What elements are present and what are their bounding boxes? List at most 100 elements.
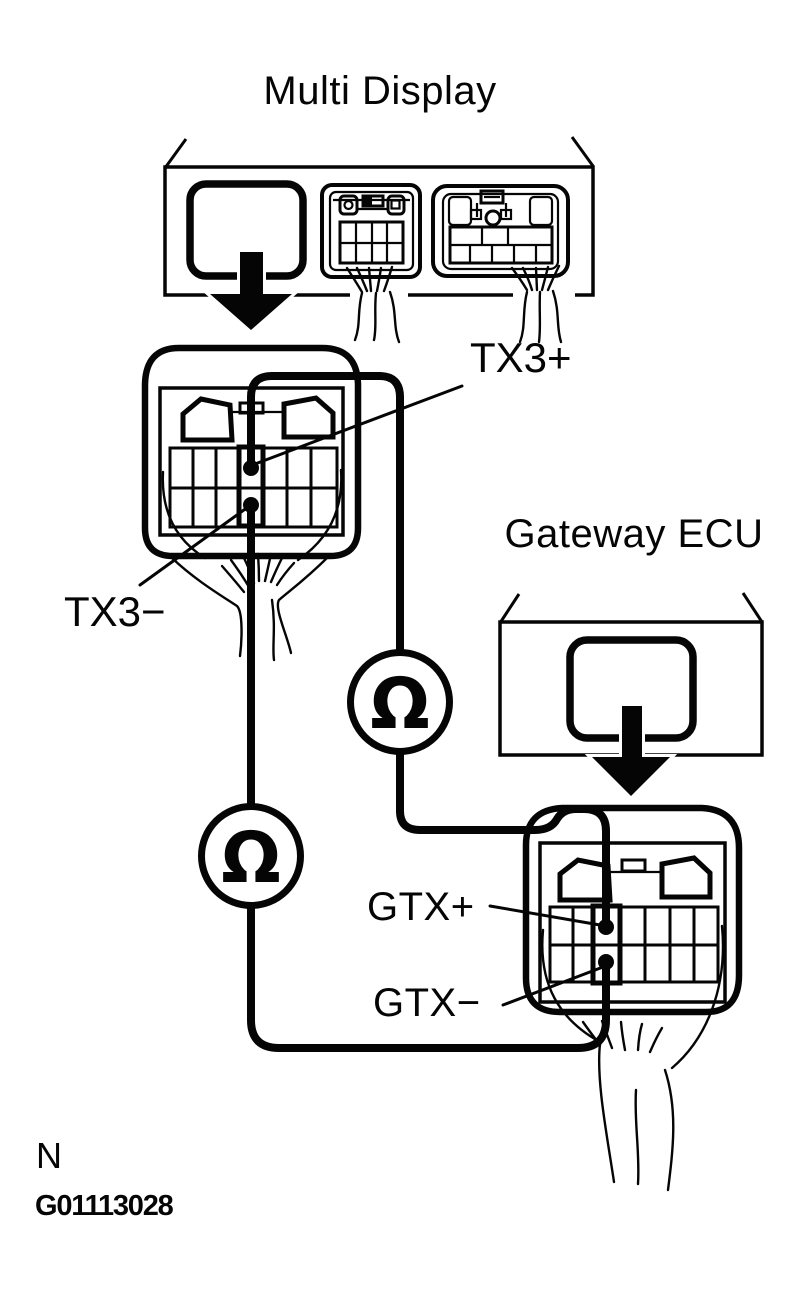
wire-bundle bbox=[345, 265, 401, 344]
strand bbox=[521, 266, 534, 292]
gateway-ecu-title: Gateway ECU bbox=[505, 512, 764, 556]
label-tx3-plus: TX3+ bbox=[470, 334, 572, 381]
cable-line bbox=[372, 291, 378, 342]
ohm-symbol: Ω bbox=[221, 817, 281, 899]
strand bbox=[636, 1022, 644, 1052]
gateway-ecu-unit: Gateway ECU bbox=[498, 512, 764, 801]
strand bbox=[510, 266, 529, 292]
cable-gap-mask bbox=[350, 290, 408, 302]
box-perspective-tick-right bbox=[570, 136, 595, 167]
cable-edge bbox=[518, 290, 529, 344]
lock-center-tab bbox=[479, 189, 505, 205]
leader-line-tx3-minus bbox=[138, 505, 250, 587]
lock-ear-left bbox=[338, 194, 359, 216]
cavity-right bbox=[659, 855, 713, 900]
ohmmeter-test-wires bbox=[247, 372, 610, 1052]
box-perspective-tick-left bbox=[498, 593, 521, 624]
pin-gtx-plus bbox=[598, 919, 614, 935]
strand bbox=[355, 266, 369, 293]
lock-foot-left bbox=[469, 208, 483, 221]
connector-face bbox=[538, 841, 727, 1004]
cavity-left bbox=[557, 857, 613, 903]
strand bbox=[256, 552, 261, 583]
cable-gap-mask bbox=[513, 290, 575, 302]
label-gtx-plus: GTX+ bbox=[367, 885, 475, 929]
cable-edge bbox=[353, 291, 364, 342]
center-key-slot bbox=[620, 858, 647, 873]
strand bbox=[269, 554, 285, 584]
box-perspective-tick-right bbox=[741, 592, 764, 623]
wire-tx3plus-to-meter bbox=[247, 372, 404, 654]
lock-ear-right bbox=[386, 194, 406, 216]
cable-line bbox=[270, 598, 276, 662]
housing-inner-outline bbox=[328, 190, 415, 272]
grid-lines bbox=[340, 222, 403, 263]
wire-bundle bbox=[510, 264, 563, 344]
label-gtx-minus: GTX− bbox=[373, 981, 481, 1025]
figure-id: G01113028 bbox=[35, 1190, 174, 1222]
housing-inner-outline bbox=[441, 192, 560, 271]
cavity-right bbox=[281, 395, 336, 440]
cable-line bbox=[537, 290, 542, 344]
lock-ear-ring bbox=[343, 199, 354, 211]
housing-outline bbox=[431, 184, 570, 278]
leader-line-tx3-plus bbox=[253, 384, 464, 466]
grid-lines bbox=[550, 907, 718, 982]
housing-outline bbox=[320, 183, 422, 279]
footer-note: N bbox=[36, 1135, 62, 1176]
ohmmeter-icon: Ω bbox=[198, 803, 304, 909]
boot-flange-right bbox=[296, 468, 343, 562]
cavity-left bbox=[180, 396, 235, 443]
cable-edge bbox=[388, 290, 401, 344]
pin-callouts: TX3+ TX3− GTX+ GTX− bbox=[64, 334, 605, 1025]
side-channel-right bbox=[528, 195, 554, 227]
label-tx3-minus: TX3− bbox=[64, 588, 166, 635]
boot-flange-right bbox=[670, 924, 725, 1070]
meter-circle bbox=[198, 803, 304, 909]
strand bbox=[367, 266, 373, 293]
ohmmeter-icon: Ω bbox=[347, 649, 453, 755]
strand bbox=[375, 266, 383, 293]
terminal-grid bbox=[548, 903, 720, 986]
strand bbox=[540, 265, 550, 292]
strand bbox=[619, 1020, 627, 1052]
down-arrow-icon bbox=[584, 703, 678, 801]
terminal-grid bbox=[338, 220, 405, 265]
lock-foot-right bbox=[499, 208, 513, 221]
cable-edge bbox=[597, 1042, 616, 1184]
strand bbox=[546, 264, 561, 292]
md-small-connector-middle bbox=[320, 183, 422, 344]
md-small-connector-right bbox=[431, 184, 575, 344]
meter-circle bbox=[347, 649, 453, 755]
lock-center-tab-fill bbox=[363, 196, 372, 206]
strand bbox=[382, 265, 394, 293]
ohm-symbol: Ω bbox=[370, 663, 430, 745]
strand bbox=[275, 561, 296, 587]
cable-edge bbox=[663, 1068, 675, 1192]
multi-display-unit: Multi Display bbox=[163, 69, 595, 344]
funnel-left bbox=[170, 556, 243, 658]
multi-display-title: Multi Display bbox=[263, 69, 496, 113]
cable-edge bbox=[551, 289, 563, 344]
wire-meter-to-gtxplus bbox=[396, 750, 610, 931]
box-perspective-tick-left bbox=[163, 138, 188, 169]
grid-lines bbox=[450, 227, 552, 263]
strand bbox=[534, 266, 539, 292]
funnel-right bbox=[276, 554, 331, 655]
gw-harness-connector bbox=[522, 804, 743, 1192]
wire-meter-to-gtxminus bbox=[247, 904, 610, 1052]
strand bbox=[263, 552, 273, 583]
down-arrow-icon bbox=[202, 249, 300, 334]
terminal-grid bbox=[448, 225, 554, 265]
page-footer: N G01113028 bbox=[35, 1135, 175, 1222]
strand bbox=[220, 564, 246, 594]
boot-flange-left bbox=[161, 470, 207, 560]
grid-lines bbox=[170, 448, 337, 527]
boot-flange-left bbox=[541, 928, 602, 1044]
leader-line-gtx-plus bbox=[488, 904, 602, 927]
lock-ring bbox=[484, 209, 502, 227]
leader-line-gtx-minus bbox=[501, 965, 605, 1007]
strand bbox=[648, 1026, 664, 1054]
